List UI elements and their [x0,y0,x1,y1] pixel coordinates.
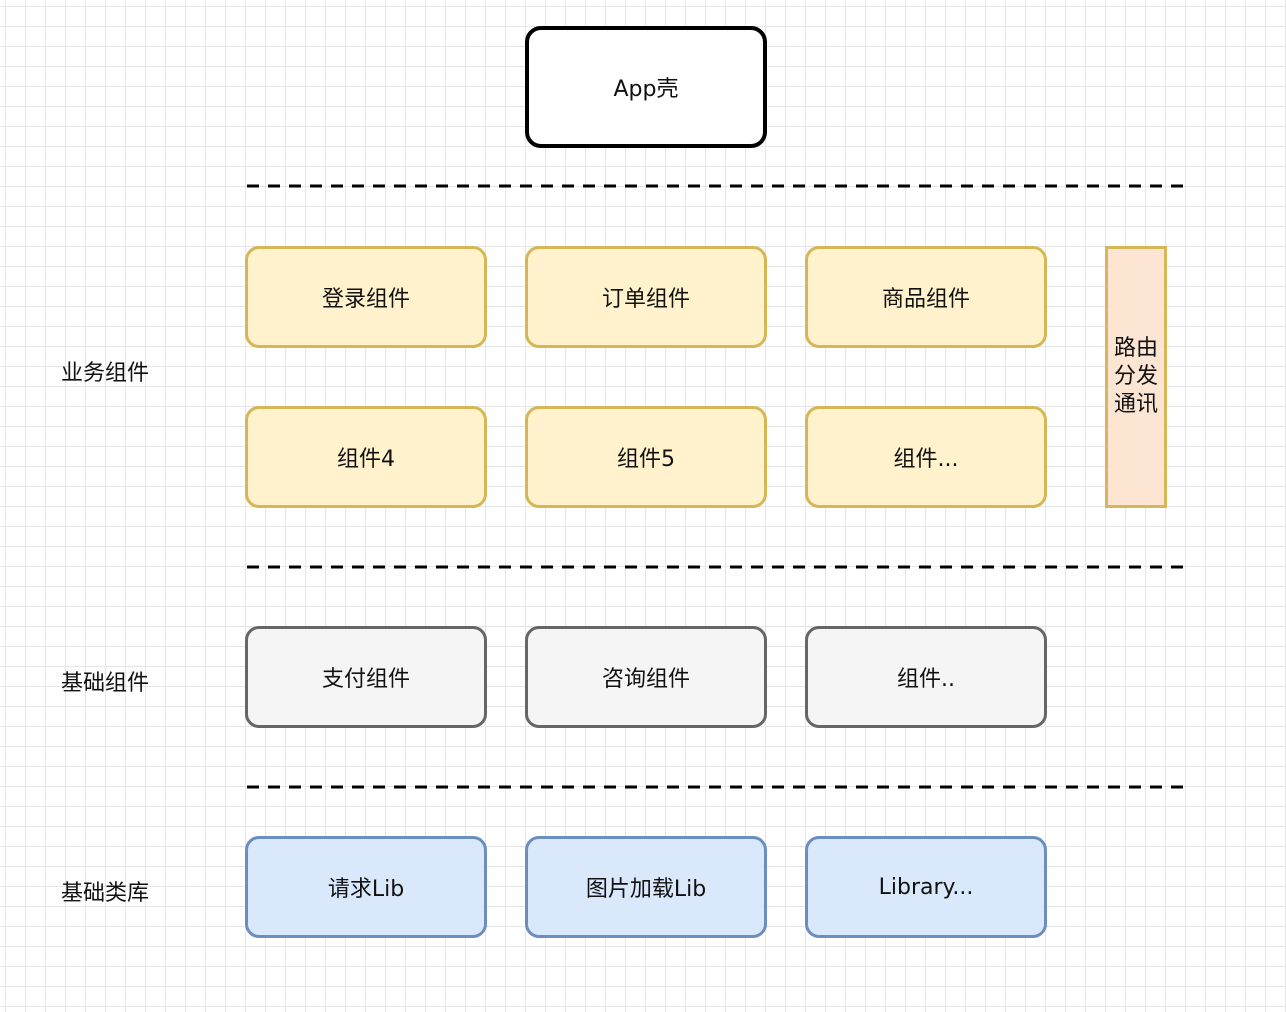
component-5: 组件5 [525,406,767,508]
component-base-more: 组件.. [805,626,1047,728]
component-payment: 支付组件 [245,626,487,728]
component-login: 登录组件 [245,246,487,348]
component-order: 订单组件 [525,246,767,348]
component-order-label: 订单组件 [601,287,690,312]
component-4-label: 组件4 [337,447,395,472]
divider-top [247,184,1188,188]
component-base-more-label: 组件.. [897,667,955,692]
divider-bottom [247,785,1188,789]
component-5-label: 组件5 [617,447,675,472]
component-product: 商品组件 [805,246,1047,348]
library-more-label: Library... [878,874,974,900]
component-login-label: 登录组件 [321,287,410,312]
library-request-label: 请求Lib [327,877,405,902]
library-image-loader: 图片加载Lib [525,836,767,938]
layer-label-business: 业务组件 [60,361,149,386]
component-more: 组件... [805,406,1047,508]
component-4: 组件4 [245,406,487,508]
layer-label-base: 基础组件 [60,671,149,696]
app-shell-box: App壳 [525,26,767,148]
layer-label-library: 基础类库 [60,881,149,906]
router-label: 路由分发通讯 [1113,336,1158,417]
component-consult: 咨询组件 [525,626,767,728]
divider-middle [247,565,1188,569]
library-more: Library... [805,836,1047,938]
component-product-label: 商品组件 [881,287,970,312]
component-payment-label: 支付组件 [321,667,410,692]
router-box: 路由分发通讯 [1105,246,1167,508]
app-shell-label: App壳 [613,77,679,102]
library-request: 请求Lib [245,836,487,938]
component-more-label: 组件... [893,447,959,472]
component-consult-label: 咨询组件 [601,667,690,692]
library-image-loader-label: 图片加载Lib [585,877,707,902]
